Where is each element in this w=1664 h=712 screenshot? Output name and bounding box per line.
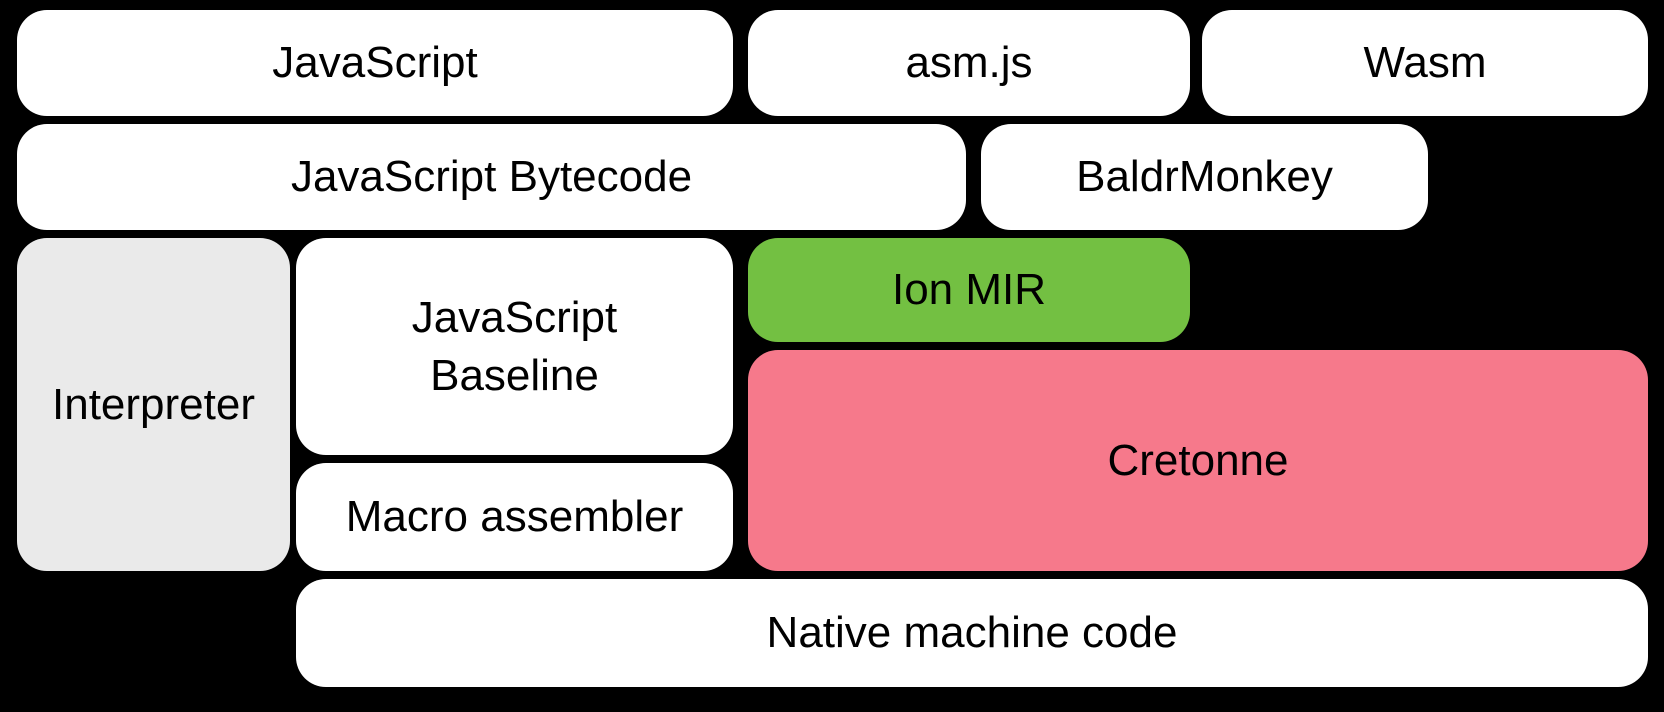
box-native-machine-code: Native machine code	[296, 579, 1648, 687]
box-baldrmonkey: BaldrMonkey	[981, 124, 1428, 230]
box-ion-mir: Ion MIR	[748, 238, 1190, 342]
box-macro-assembler: Macro assembler	[296, 463, 733, 571]
box-javascript-baseline: JavaScript Baseline	[296, 238, 733, 455]
box-javascript-bytecode: JavaScript Bytecode	[17, 124, 966, 230]
box-cretonne: Cretonne	[748, 350, 1648, 571]
box-javascript: JavaScript	[17, 10, 733, 116]
box-asmjs: asm.js	[748, 10, 1190, 116]
box-wasm: Wasm	[1202, 10, 1648, 116]
box-interpreter: Interpreter	[17, 238, 290, 571]
